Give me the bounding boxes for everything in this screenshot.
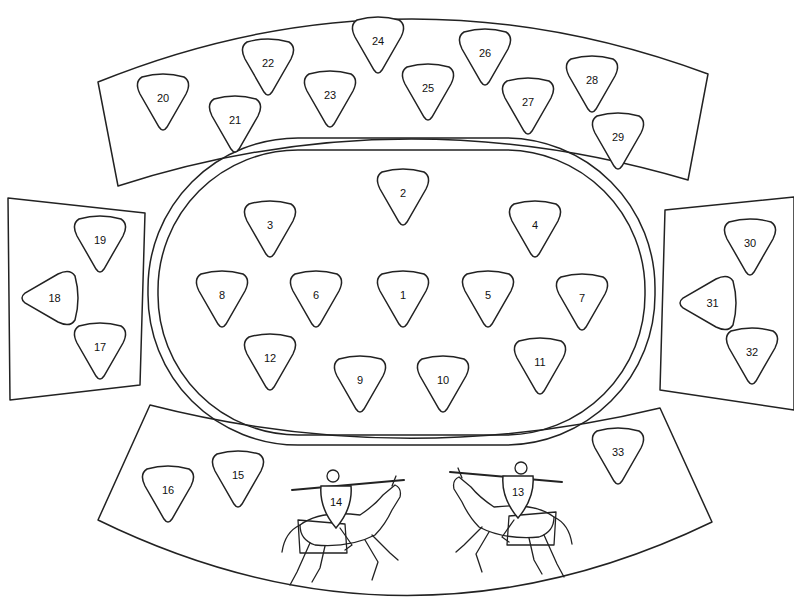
seat-number: 14 xyxy=(330,497,342,508)
seat-number: 12 xyxy=(264,353,276,364)
knight-drawing xyxy=(282,470,404,585)
bottom-stand xyxy=(98,405,712,596)
knight-shield: 13 xyxy=(500,474,536,520)
seat-shield: 8 xyxy=(193,270,251,330)
seat-shield: 22 xyxy=(239,38,297,98)
seat-number: 16 xyxy=(162,485,174,496)
seat-shield: 11 xyxy=(511,337,569,397)
seat-number: 13 xyxy=(512,487,524,498)
arena-inner xyxy=(158,150,645,435)
seat-shield: 6 xyxy=(287,270,345,330)
seat-shield: 31 xyxy=(679,273,737,333)
seat-number: 22 xyxy=(262,58,274,69)
seat-shield: 26 xyxy=(456,28,514,88)
knight-drawing xyxy=(450,462,572,577)
seat-number: 26 xyxy=(479,48,491,59)
seat-number: 29 xyxy=(612,132,624,143)
seat-shield: 4 xyxy=(506,200,564,260)
seat-number: 1 xyxy=(400,290,406,301)
seat-number: 5 xyxy=(485,290,491,301)
seat-number: 9 xyxy=(357,375,363,386)
seat-number: 23 xyxy=(324,90,336,101)
seat-number: 8 xyxy=(219,290,225,301)
seat-number: 2 xyxy=(400,188,406,199)
seat-number: 4 xyxy=(532,220,538,231)
seat-shield: 24 xyxy=(349,16,407,76)
seat-number: 3 xyxy=(267,220,273,231)
right-stand xyxy=(660,197,794,410)
seat-number: 17 xyxy=(94,342,106,353)
arena-outer xyxy=(148,138,655,445)
seat-shield: 10 xyxy=(414,355,472,415)
seat-shield: 23 xyxy=(301,70,359,130)
left-stand xyxy=(8,198,145,400)
seat-shield: 9 xyxy=(331,355,389,415)
seat-shield: 18 xyxy=(21,268,79,328)
seat-number: 24 xyxy=(372,36,384,47)
top-stand xyxy=(98,19,708,186)
seat-number: 31 xyxy=(706,298,718,309)
seat-number: 30 xyxy=(744,238,756,249)
seat-number: 7 xyxy=(579,293,585,304)
seat-number: 19 xyxy=(94,235,106,246)
seat-shield: 16 xyxy=(139,465,197,525)
seat-number: 32 xyxy=(746,347,758,358)
seat-shield: 2 xyxy=(374,168,432,228)
seat-shield: 15 xyxy=(209,450,267,510)
seat-number: 33 xyxy=(612,447,624,458)
seat-shield: 17 xyxy=(71,322,129,382)
seat-shield: 29 xyxy=(589,112,647,172)
seat-shield: 25 xyxy=(399,63,457,123)
seat-number: 15 xyxy=(232,470,244,481)
seat-shield: 7 xyxy=(553,273,611,333)
seat-shield: 19 xyxy=(71,215,129,275)
seat-number: 6 xyxy=(313,290,319,301)
seat-shield: 12 xyxy=(241,333,299,393)
seat-number: 20 xyxy=(157,93,169,104)
seat-shield: 20 xyxy=(134,73,192,133)
seat-number: 27 xyxy=(522,97,534,108)
seat-shield: 27 xyxy=(499,77,557,137)
seat-shield: 3 xyxy=(241,200,299,260)
seat-shield: 1 xyxy=(374,270,432,330)
seat-number: 21 xyxy=(229,115,241,126)
seat-shield: 30 xyxy=(721,218,779,278)
seat-number: 28 xyxy=(586,75,598,86)
seat-number: 18 xyxy=(48,293,60,304)
seat-shield: 28 xyxy=(563,55,621,115)
seat-number: 11 xyxy=(534,357,545,368)
knight-shield: 14 xyxy=(318,484,354,530)
seat-shield: 32 xyxy=(723,327,781,387)
seat-shield: 21 xyxy=(206,95,264,155)
seat-shield: 33 xyxy=(589,427,647,487)
seat-shield: 5 xyxy=(459,270,517,330)
seat-number: 10 xyxy=(437,375,449,386)
seat-number: 25 xyxy=(422,83,434,94)
